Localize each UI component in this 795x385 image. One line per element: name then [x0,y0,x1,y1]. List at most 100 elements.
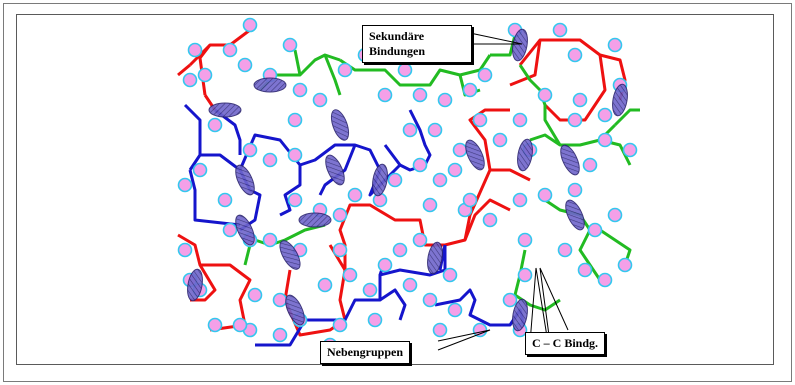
atom-47 [412,157,428,173]
red-chain-1 [198,44,212,96]
secondary-bond-oval-11 [517,138,533,172]
blue-chain-5 [279,165,302,217]
atom-98 [362,282,378,298]
secondary-bond-oval-2 [235,164,255,196]
atom-75 [177,242,193,258]
secondary-bond-oval-8 [372,163,388,197]
blue-chain-2 [183,103,202,155]
atom-50 [347,187,363,203]
atom-26 [607,37,623,53]
atom-57 [207,117,223,133]
atom-65 [332,242,348,258]
atom-51 [332,207,348,223]
atom-83 [392,242,408,258]
atom-85 [402,277,418,293]
label-secondary-bonds-line1: Sekundäre [369,29,425,43]
green-chain-8 [613,108,640,127]
atom-71 [232,317,248,333]
atom-3 [222,42,238,58]
secondary-bond-oval-16 [512,298,528,332]
label-cc-bond: C – C Bindg. [525,332,606,355]
inner-frame [16,14,774,365]
atom-78 [452,142,468,158]
atom-40 [557,242,573,258]
atom-0 [187,42,203,58]
atom-20 [477,67,493,83]
atom-18 [462,82,478,98]
red-chain-10 [468,108,510,171]
atom-61 [222,222,238,238]
atom-88 [472,322,488,338]
secondary-bond-oval-4 [279,240,301,270]
red-chain-7 [338,203,482,270]
atom-68 [272,292,288,308]
atom-48 [387,172,403,188]
blue-chain-9 [379,288,407,321]
leader-secondary [469,32,523,45]
secondary-bond-oval-10 [465,139,485,171]
leader-cc-2 [539,267,569,344]
secondary-bond-oval-5 [298,212,332,228]
atom-7 [282,37,298,53]
atom-17 [437,92,453,108]
callout-leaders [437,32,569,351]
atom-39 [577,262,593,278]
atom-36 [607,207,623,223]
atom-96 [272,327,288,343]
atom-89 [502,292,518,308]
atom-10 [312,92,328,108]
atom-69 [247,287,263,303]
red-chain-2 [177,63,191,77]
atom-77 [427,122,443,138]
secondary-bond-oval-3 [235,214,255,246]
atom-59 [177,177,193,193]
atom-97 [332,317,348,333]
atom-81 [422,197,438,213]
red-chain-13 [509,39,542,87]
atom-14 [397,62,413,78]
atom-38 [597,272,613,288]
atom-2 [182,72,198,88]
atom-82 [462,192,478,208]
secondary-bond-oval-17 [285,294,305,326]
label-side-groups: Nebengruppen [320,341,411,364]
atom-35 [567,182,583,198]
atom-4 [237,57,253,73]
label-secondary-bonds-line2: Bindungen [369,44,426,58]
green-chain-6 [518,64,617,147]
red-chain-4 [177,233,217,302]
atom-80 [412,232,428,248]
blue-chain-0 [188,169,241,227]
atom-19 [472,112,488,128]
secondary-bond-oval-1 [208,102,242,118]
atom-34 [537,187,553,203]
atom-31 [567,112,583,128]
atom-76 [402,122,418,138]
secondary-bond-oval-12 [560,144,580,176]
secondary-bond-oval-6 [330,109,350,141]
red-chain-9 [478,198,511,212]
atom-45 [447,162,463,178]
atom-67 [317,277,333,293]
atom-25 [567,47,583,63]
green-chain-3 [339,54,492,87]
atom-11 [337,62,353,78]
atom-29 [622,142,638,158]
secondary-bond-oval-14 [612,83,628,117]
secondary-bond-oval-7 [325,154,345,186]
atom-66 [342,267,358,283]
atom-79 [492,132,508,148]
atom-92 [442,267,458,283]
atom-15 [412,87,428,103]
atom-28 [597,107,613,123]
atom-23 [537,87,553,103]
leader-nebengruppen [437,329,491,351]
secondary-bond-oval-15 [565,199,585,231]
atom-9 [287,112,303,128]
green-chain-9 [529,133,561,147]
atom-37 [617,257,633,273]
atom-54 [287,147,303,163]
atom-72 [207,317,223,333]
blue-chain-7 [383,144,402,166]
